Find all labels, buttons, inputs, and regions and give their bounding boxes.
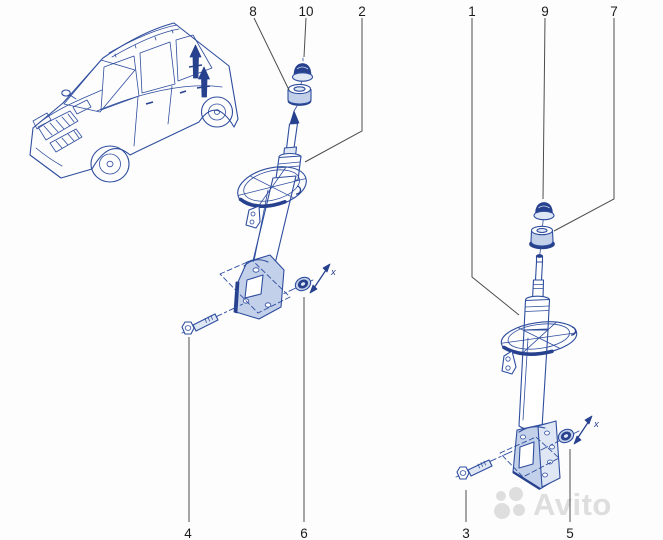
left-strut-assembly: x	[181, 57, 337, 335]
leader-line-1	[471, 18, 520, 316]
callout-2: 2	[358, 4, 366, 19]
callout-numbers: 8 10 2 1 9 7 4 6 3 5	[184, 4, 618, 540]
clearance-arrow-right	[573, 415, 593, 445]
callout-1: 1	[468, 4, 476, 19]
clearance-x-left: x	[330, 267, 337, 278]
front-strut-location-arrow	[188, 44, 203, 79]
callout-4: 4	[184, 526, 192, 540]
spring-seat-left	[237, 166, 307, 208]
top-mount-nut-part-9	[533, 202, 555, 221]
strut-body-right	[518, 329, 549, 431]
watermark-text: Avito	[533, 487, 612, 522]
leader-line-10	[303, 17, 307, 58]
lower-bracket-right	[512, 420, 561, 491]
right-strut-assembly: x	[455, 202, 600, 491]
piston-rod-left	[274, 110, 302, 183]
leader-line-8	[253, 17, 290, 91]
mount-bushing-part-8	[287, 83, 312, 106]
front-wheel	[90, 145, 130, 183]
projection-box-left	[219, 259, 291, 314]
callout-6: 6	[300, 526, 308, 540]
bracket-bolt-part-3	[456, 459, 493, 480]
clearance-arrow-left	[309, 263, 331, 294]
side-tab-left	[245, 205, 261, 229]
side-tab-right	[501, 350, 517, 375]
clearance-x-right: x	[593, 419, 600, 430]
leader-line-7	[553, 18, 615, 232]
callout-7: 7	[610, 4, 618, 19]
car-sketch	[29, 22, 239, 183]
rear-strut-location-arrow	[196, 66, 211, 98]
spring-seat-right	[500, 321, 578, 356]
bracket-bolt-part-4	[181, 313, 219, 335]
watermark: Avito	[494, 487, 612, 523]
callout-8: 8	[249, 4, 257, 19]
callout-9: 9	[541, 4, 549, 19]
bracket-nut-part-6	[294, 276, 312, 292]
lower-bracket-left	[233, 254, 285, 320]
rear-wheel	[200, 96, 234, 128]
callout-5: 5	[566, 526, 574, 540]
avito-logo-icon	[494, 487, 530, 523]
callout-10: 10	[298, 4, 313, 19]
grille	[32, 99, 92, 167]
piston-rod-right	[523, 254, 551, 331]
top-mount-nut-part-10	[291, 63, 314, 82]
leader-lines	[188, 17, 615, 522]
mount-bushing-part-7	[529, 225, 555, 250]
leader-line-9	[542, 17, 546, 200]
callout-3: 3	[462, 526, 470, 540]
projection-box-right	[499, 436, 560, 478]
bracket-nut-part-5	[557, 428, 575, 444]
leader-line-2	[304, 18, 363, 163]
